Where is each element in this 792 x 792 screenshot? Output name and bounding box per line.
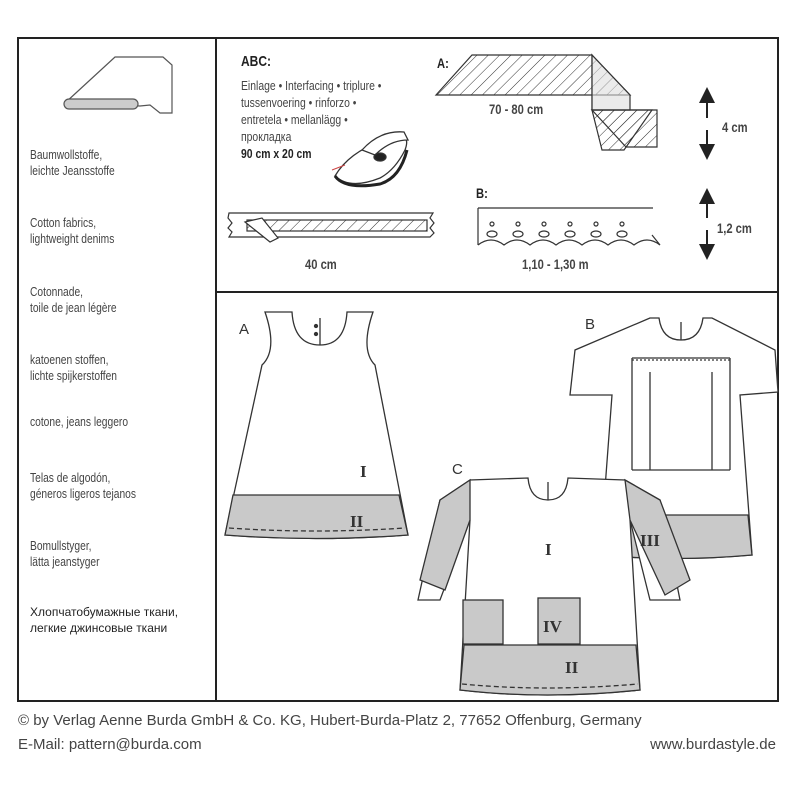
interfacing-line: entretela • mellanlägg • [241,112,348,127]
lace-b-title: B: [476,185,488,201]
view-c-shirt [417,477,691,696]
view-a-dress [224,311,409,540]
fabric-sv: Bomullstyger, lätta jeanstyger [30,538,100,570]
piece-label: I [545,540,552,559]
bias-tape-icon [434,53,715,160]
piece-label: IV [543,617,563,636]
fabric-ru: Хлопчатобумажные ткани, легкие джинсовые … [30,604,178,636]
lace-trim-icon [477,188,715,260]
fabric-line: toile de jean légère [30,301,117,315]
column-divider [215,37,217,700]
piece-label: III [640,531,660,550]
fabric-line: Bomullstyger, [30,539,92,553]
view-a-label: A [239,321,249,338]
interfacing-line: Einlage • Interfacing • triplure • [241,78,382,93]
row-divider [215,291,777,293]
fabric-line: Cotonnade, [30,285,84,299]
tape-a-title: A: [437,55,449,71]
view-b-label: B [585,316,595,333]
fabric-line: leichte Jeansstoffe [30,164,115,178]
lace-b-length: 1,10 - 1,30 m [522,256,589,272]
fabric-line: Baumwollstoffe, [30,148,103,162]
fabric-es: Telas de algodón, géneros ligeros tejanos [30,470,136,502]
piece-label: II [350,512,364,531]
interfacing-line: tussenvoering • rinforzo • [241,95,357,110]
email-link[interactable]: E-Mail: pattern@burda.com [18,736,202,753]
interfacing-line: прокладка [241,129,292,144]
fabric-line: lätta jeanstyger [30,555,100,569]
fabric-line: Telas de algodón, [30,471,111,485]
zipper-icon [227,212,435,243]
website-link[interactable]: www.burdastyle.de [650,736,776,753]
iron-icon [331,131,410,188]
zipper-length: 40 cm [305,256,337,272]
fabric-line: cotone, jeans leggero [30,415,129,429]
piece-label: I [360,462,367,481]
fabric-de: Baumwollstoffe, leichte Jeansstoffe [30,147,115,179]
fabric-line: lightweight denims [30,232,115,246]
piece-label: II [565,658,579,677]
fabric-icon [63,56,173,114]
lace-b-width: 1,2 cm [717,220,752,236]
fabric-nl: katoenen stoffen, lichte spijkerstoffen [30,352,117,384]
fabric-line: Хлопчатобумажные ткани, [30,605,179,619]
tape-a-width: 4 cm [722,119,748,135]
abc-title: ABC: [241,53,271,70]
fabric-it: cotone, jeans leggero [30,414,128,430]
fabric-line: Cotton fabrics, [30,216,97,230]
interfacing-size: 90 cm x 20 cm [241,146,312,161]
pattern-frame [17,37,779,702]
tape-a-length: 70 - 80 cm [489,101,544,117]
fabric-line: легкие джинсовые ткани [30,621,168,635]
fabric-fr: Cotonnade, toile de jean légère [30,284,117,316]
fabric-line: lichte spijkerstoffen [30,369,117,383]
fabric-en: Cotton fabrics, lightweight denims [30,215,114,247]
fabric-line: géneros ligeros tejanos [30,487,136,501]
copyright-text: © by Verlag Aenne Burda GmbH & Co. KG, H… [18,712,642,729]
view-c-label: C [452,461,463,478]
fabric-line: katoenen stoffen, [30,353,109,367]
interfacing-text: Einlage • Interfacing • triplure • tusse… [241,77,381,162]
